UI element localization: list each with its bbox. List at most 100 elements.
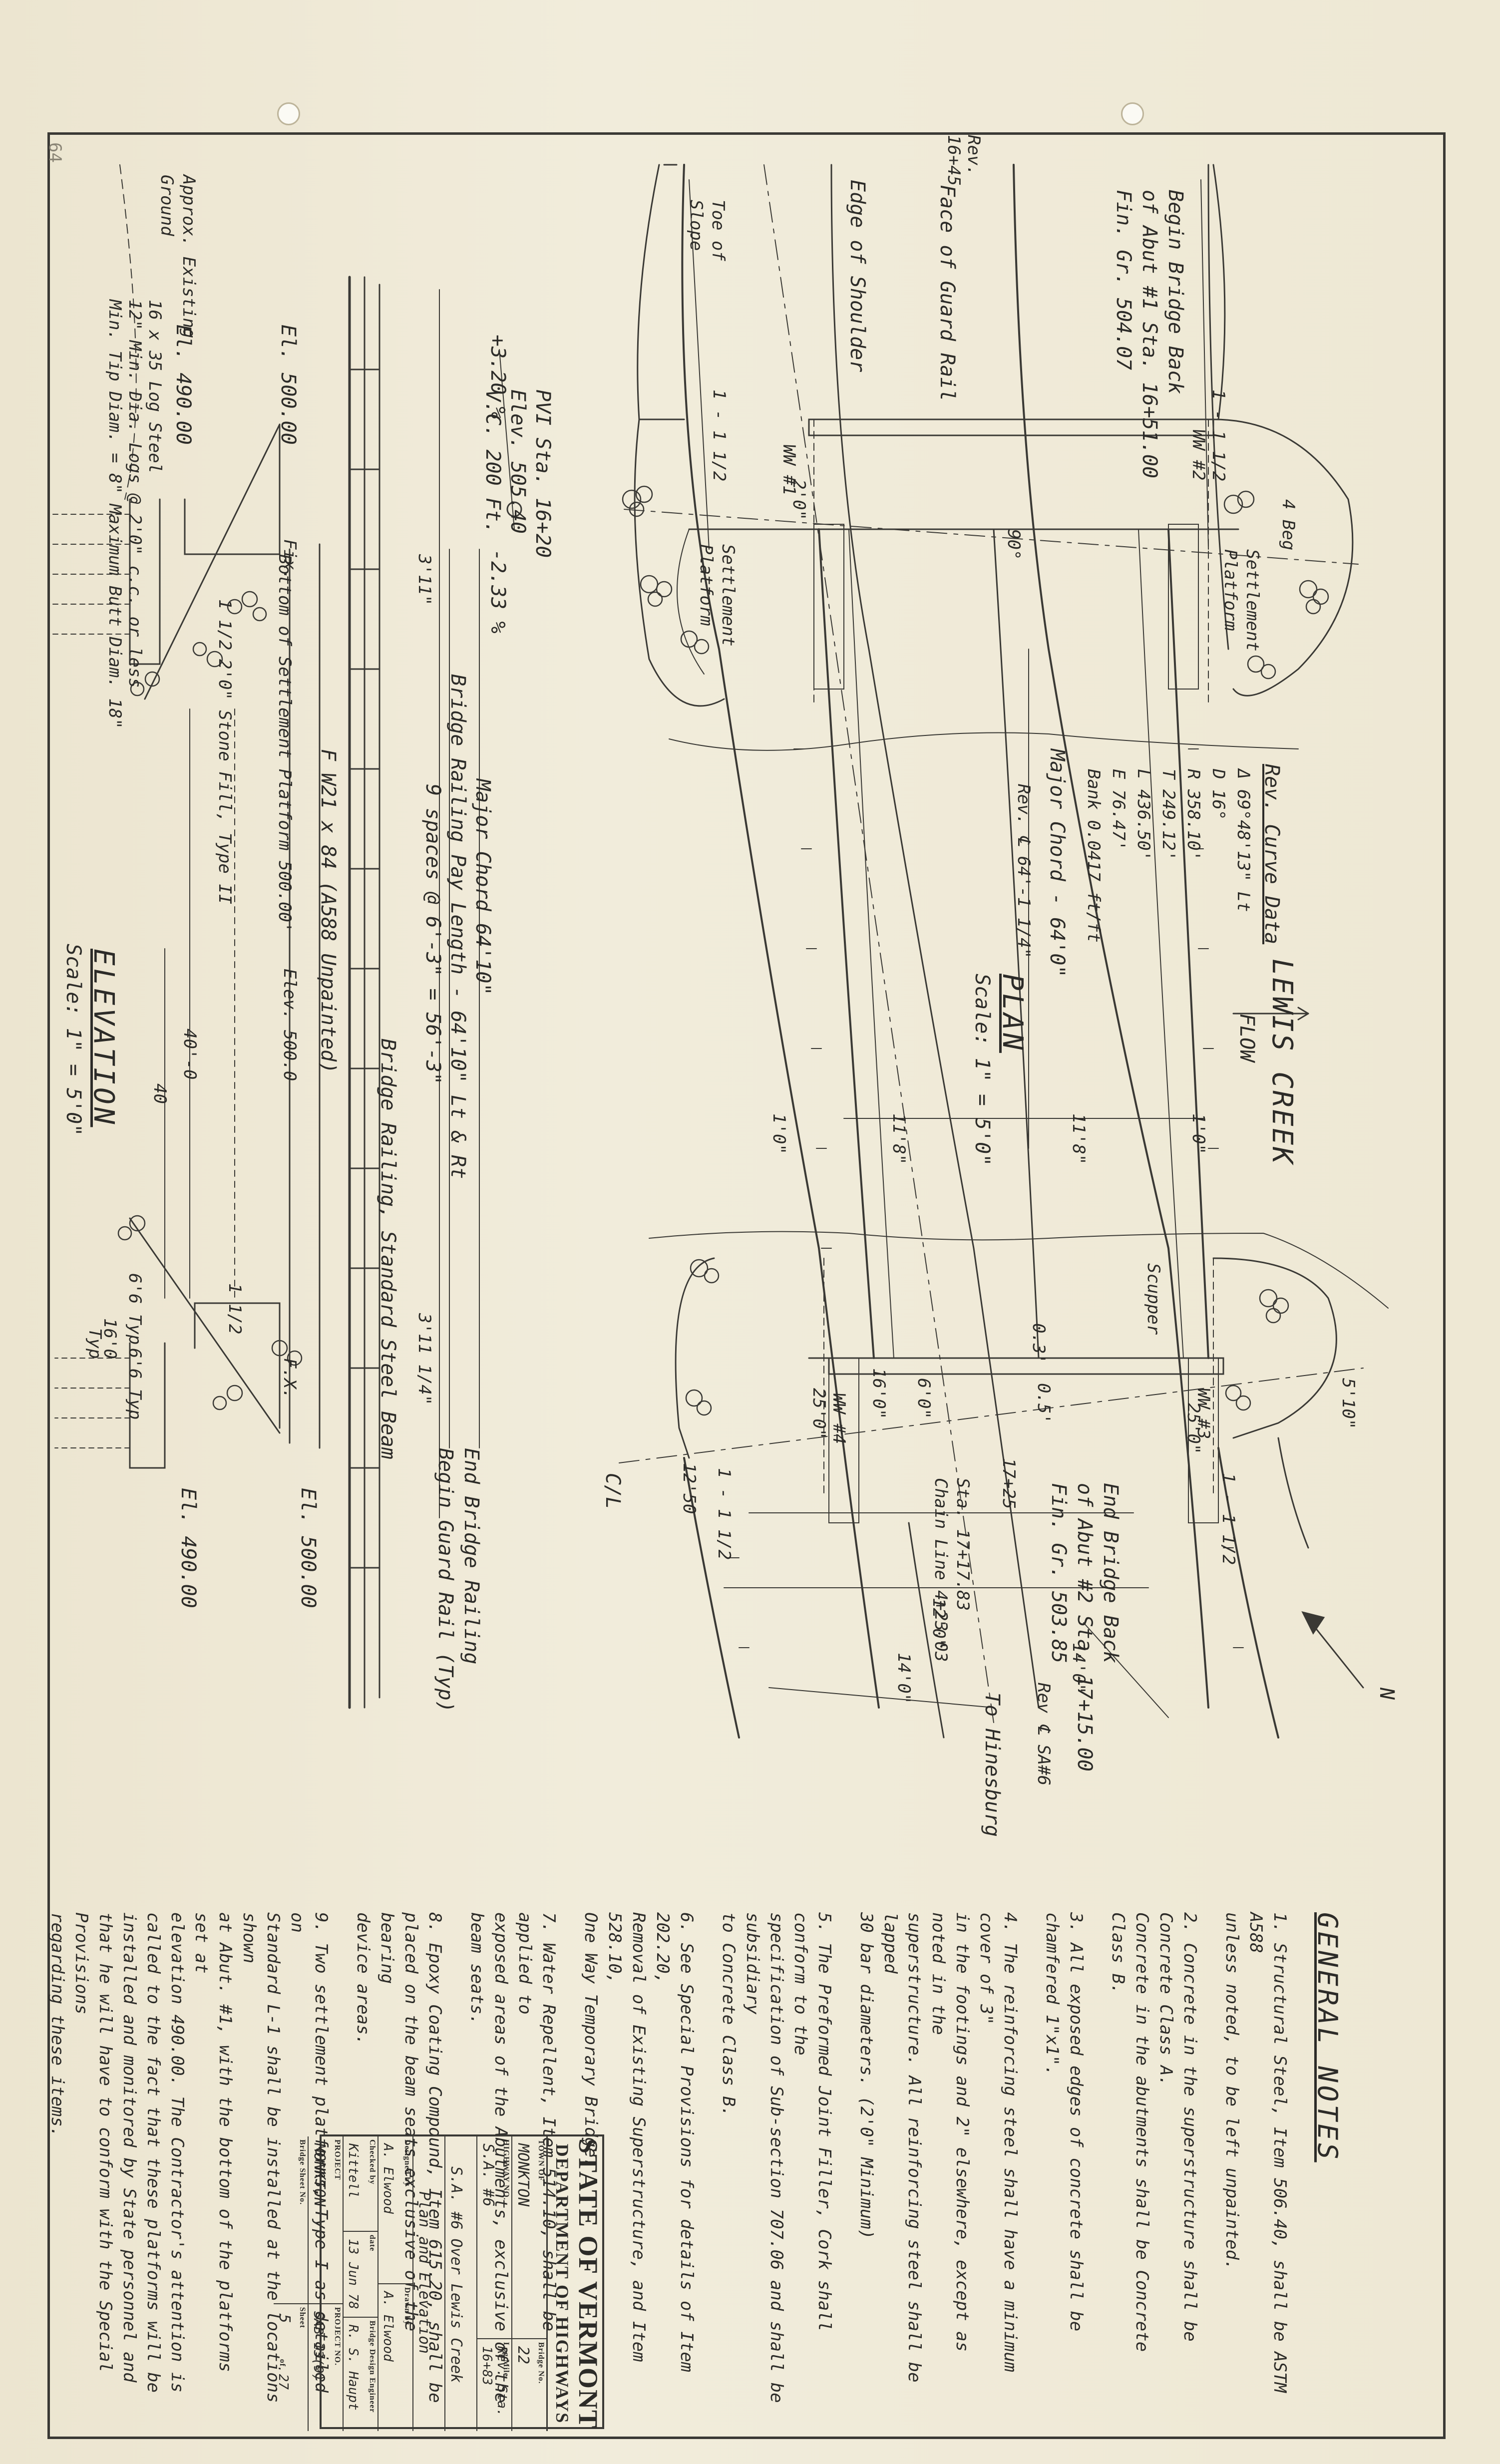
elevation-title: ELEVATION — [87, 949, 120, 1127]
el-500-right: El. 500.00 — [297, 1488, 320, 1608]
dim-1250: 12'50 — [679, 1463, 699, 1514]
curve-bank: Bank 0.0417 ft/ft — [1084, 769, 1104, 943]
el-500-left: El. 500.00 — [277, 325, 300, 445]
project-value: MONKTON — [311, 2143, 328, 2207]
begin-bridge-label: Begin Bridge Back of Abut #1 Sta. 16+51.… — [1112, 190, 1187, 478]
slope-label: 1 - 1 1/2 — [1208, 389, 1228, 482]
toe-slope-label: Toe of Slope — [686, 200, 728, 261]
dim-510: 5'10" — [1338, 1378, 1358, 1429]
date-value: 13 Jun 78 — [346, 2238, 361, 2309]
note-item: 5. The Preformed Joint Filler, Cork shal… — [719, 1912, 834, 2403]
pvi-elev-label: Elev. 505.40 — [506, 389, 529, 534]
rev-cl-plan: Rev. ℄ 64'-1 1/4" — [1014, 784, 1034, 959]
fix-label: Fix. — [280, 539, 300, 580]
bridge-sheet-caption: Bridge Sheet No. — [298, 2139, 307, 2205]
dim-2500: 25'0" — [1183, 1403, 1203, 1454]
note-item: 4. The reinforcing steel shall have a mi… — [856, 1912, 1020, 2383]
of-caption: of — [278, 2359, 287, 2367]
rail-spaces: 9 spaces @ 6'-3" = 56'-3" — [421, 784, 444, 1085]
end-railing-label: End Bridge Railing Begin Guard Rail (Typ… — [434, 1448, 483, 1713]
elevation-scale: Scale: 1" = 5'0" — [62, 944, 85, 1136]
designed-by-caption: Designed by — [403, 2139, 411, 2187]
major-chord-elev: Major Chord 64'10" — [471, 779, 494, 996]
date-caption: date — [368, 2234, 376, 2252]
general-notes: GENERAL NOTES 1. Structural Steel, Item … — [27, 1912, 1343, 2412]
sheet-value: 5 — [276, 2314, 293, 2323]
dim-600: 6'0" — [914, 1378, 934, 1419]
ww4-label: WW #4 — [829, 1393, 849, 1444]
dim-118: 11'8" — [1069, 1113, 1089, 1165]
dim-100: 1'0" — [769, 1113, 789, 1154]
project-no-value: SAB 13(9) — [311, 2311, 326, 2382]
state-name: STATE OF VERMONT — [573, 2138, 603, 2430]
slope-label: 1 - 1 1/2 — [1218, 1473, 1238, 1565]
dim-100: 1'0" — [1188, 1113, 1208, 1154]
slope-12: 1 1/2 — [215, 599, 235, 651]
dim-1600: 16'0" — [869, 1368, 889, 1419]
dim-3114: 3'11 1/4" — [414, 1313, 434, 1406]
scupper-label: Scupper — [1143, 1263, 1163, 1335]
beam-label: F W21 x 84 (A588 Unpainted) — [317, 749, 340, 1074]
dim-03: 0.3' — [1029, 1323, 1049, 1364]
plan-scale: Scale: 1" = 5'0" — [971, 974, 994, 1166]
angle-label: 90° — [1004, 529, 1024, 560]
flow-label: FLOW — [1235, 1014, 1258, 1062]
rev-1645-label: Rev. 16+45 — [944, 135, 984, 186]
dim-200: 2'0" — [789, 479, 809, 520]
dim-40: 40'-0 — [180, 1029, 200, 1080]
town-caption: TOWN OF — [537, 2139, 545, 2181]
centerline-label: C/L — [601, 1473, 624, 1509]
general-notes-heading: GENERAL NOTES — [1312, 1912, 1343, 2162]
rail-pay-length: Bridge Railing Pay Length - 64'10" Lt & … — [446, 674, 469, 1179]
note-item: 1. Structural Steel, Item 506.40, shall … — [1222, 1912, 1290, 2393]
dim-typ: Typ — [85, 1328, 105, 1359]
of-value: 27 — [276, 2374, 291, 2390]
curve-data-heading: Rev. Curve Data — [1260, 764, 1283, 945]
highway-value: S.A. #6 — [479, 2143, 497, 2207]
bridge-no-caption: Bridge No. — [537, 2342, 545, 2384]
rail-standard-label: Bridge Railing, Standard Steel Beam — [376, 1039, 399, 1459]
exp-label: F.X. — [280, 1358, 300, 1399]
curve-e: E 76.47' — [1109, 769, 1128, 851]
note-item: 2. Concrete in the superstructure shall … — [1108, 1912, 1200, 2352]
project-no-caption: PROJECT NO. — [333, 2307, 342, 2366]
pvi-label: PVI Sta. 16+20 — [531, 389, 554, 558]
dim-616b: 6'6 Typ — [125, 1348, 145, 1420]
edge-shoulder-label: Edge of Shoulder — [846, 180, 869, 372]
punch-hole — [1121, 102, 1144, 125]
bottom-settlement-label: Bottom of Settlement Platform 500.00' — [275, 554, 295, 933]
end-bridge-label: End Bridge Back of Abut #2 Sta. 17+15.00… — [1047, 1483, 1122, 1771]
dim-1400: 14'0" — [894, 1653, 914, 1704]
piles-label: 16 x 35 Log Steel 12" Min. Dia. Logs @ 2… — [105, 300, 165, 729]
note-item: 3. All exposed edges of concrete shall b… — [1042, 1912, 1086, 2332]
ww2-label: WW #2 — [1188, 429, 1208, 481]
grade-right: -2.33 % — [486, 549, 509, 634]
punch-hole — [277, 102, 300, 125]
dim-05: 0.5' — [1034, 1383, 1054, 1424]
face-guard-rail-label: Face of Guard Rail — [936, 185, 959, 401]
plan-title: PLAN — [996, 974, 1029, 1053]
slope-label: 1 - 1 1/2 — [714, 1468, 734, 1560]
log-mile-value: Rev. Sta. 16+83 — [479, 2346, 509, 2417]
el-490-right: El. 490.00 — [177, 1488, 200, 1608]
dim-118: 11'8" — [889, 1113, 909, 1165]
curve-d: D 16° — [1208, 769, 1228, 820]
dim-616: 6'6 Typ — [125, 1273, 145, 1345]
checked-by-value: Kittell — [346, 2143, 361, 2198]
title-block: STATE OF VERMONT DEPARTMENT OF HIGHWAYS … — [274, 2134, 604, 2431]
slope-12b: 1 1/2 — [225, 1283, 245, 1335]
description-line-2: Plan and Elevation — [415, 2191, 433, 2354]
settlement-platform-right: Settlement Platform — [1220, 549, 1262, 652]
engineer-value: R. S. Haupt — [346, 2324, 361, 2411]
dim-311: 3'11" — [414, 554, 434, 606]
designed-by-value: A. Elwood — [380, 2143, 395, 2214]
curve-r: R 358.10' — [1183, 769, 1203, 861]
river-label: LEWIS CREEK — [1266, 959, 1298, 1166]
rev-cl-sa6-label: Rev ℄ SA#6 — [1034, 1683, 1054, 1786]
curve-l: L 436.50' — [1133, 769, 1153, 861]
bridge-no-value: 22 — [514, 2346, 532, 2365]
dim-2550: 25'0" — [809, 1388, 829, 1439]
water-elev: Elev. 500.0 — [280, 969, 300, 1081]
checked-by-caption: Checked by — [368, 2139, 376, 2185]
